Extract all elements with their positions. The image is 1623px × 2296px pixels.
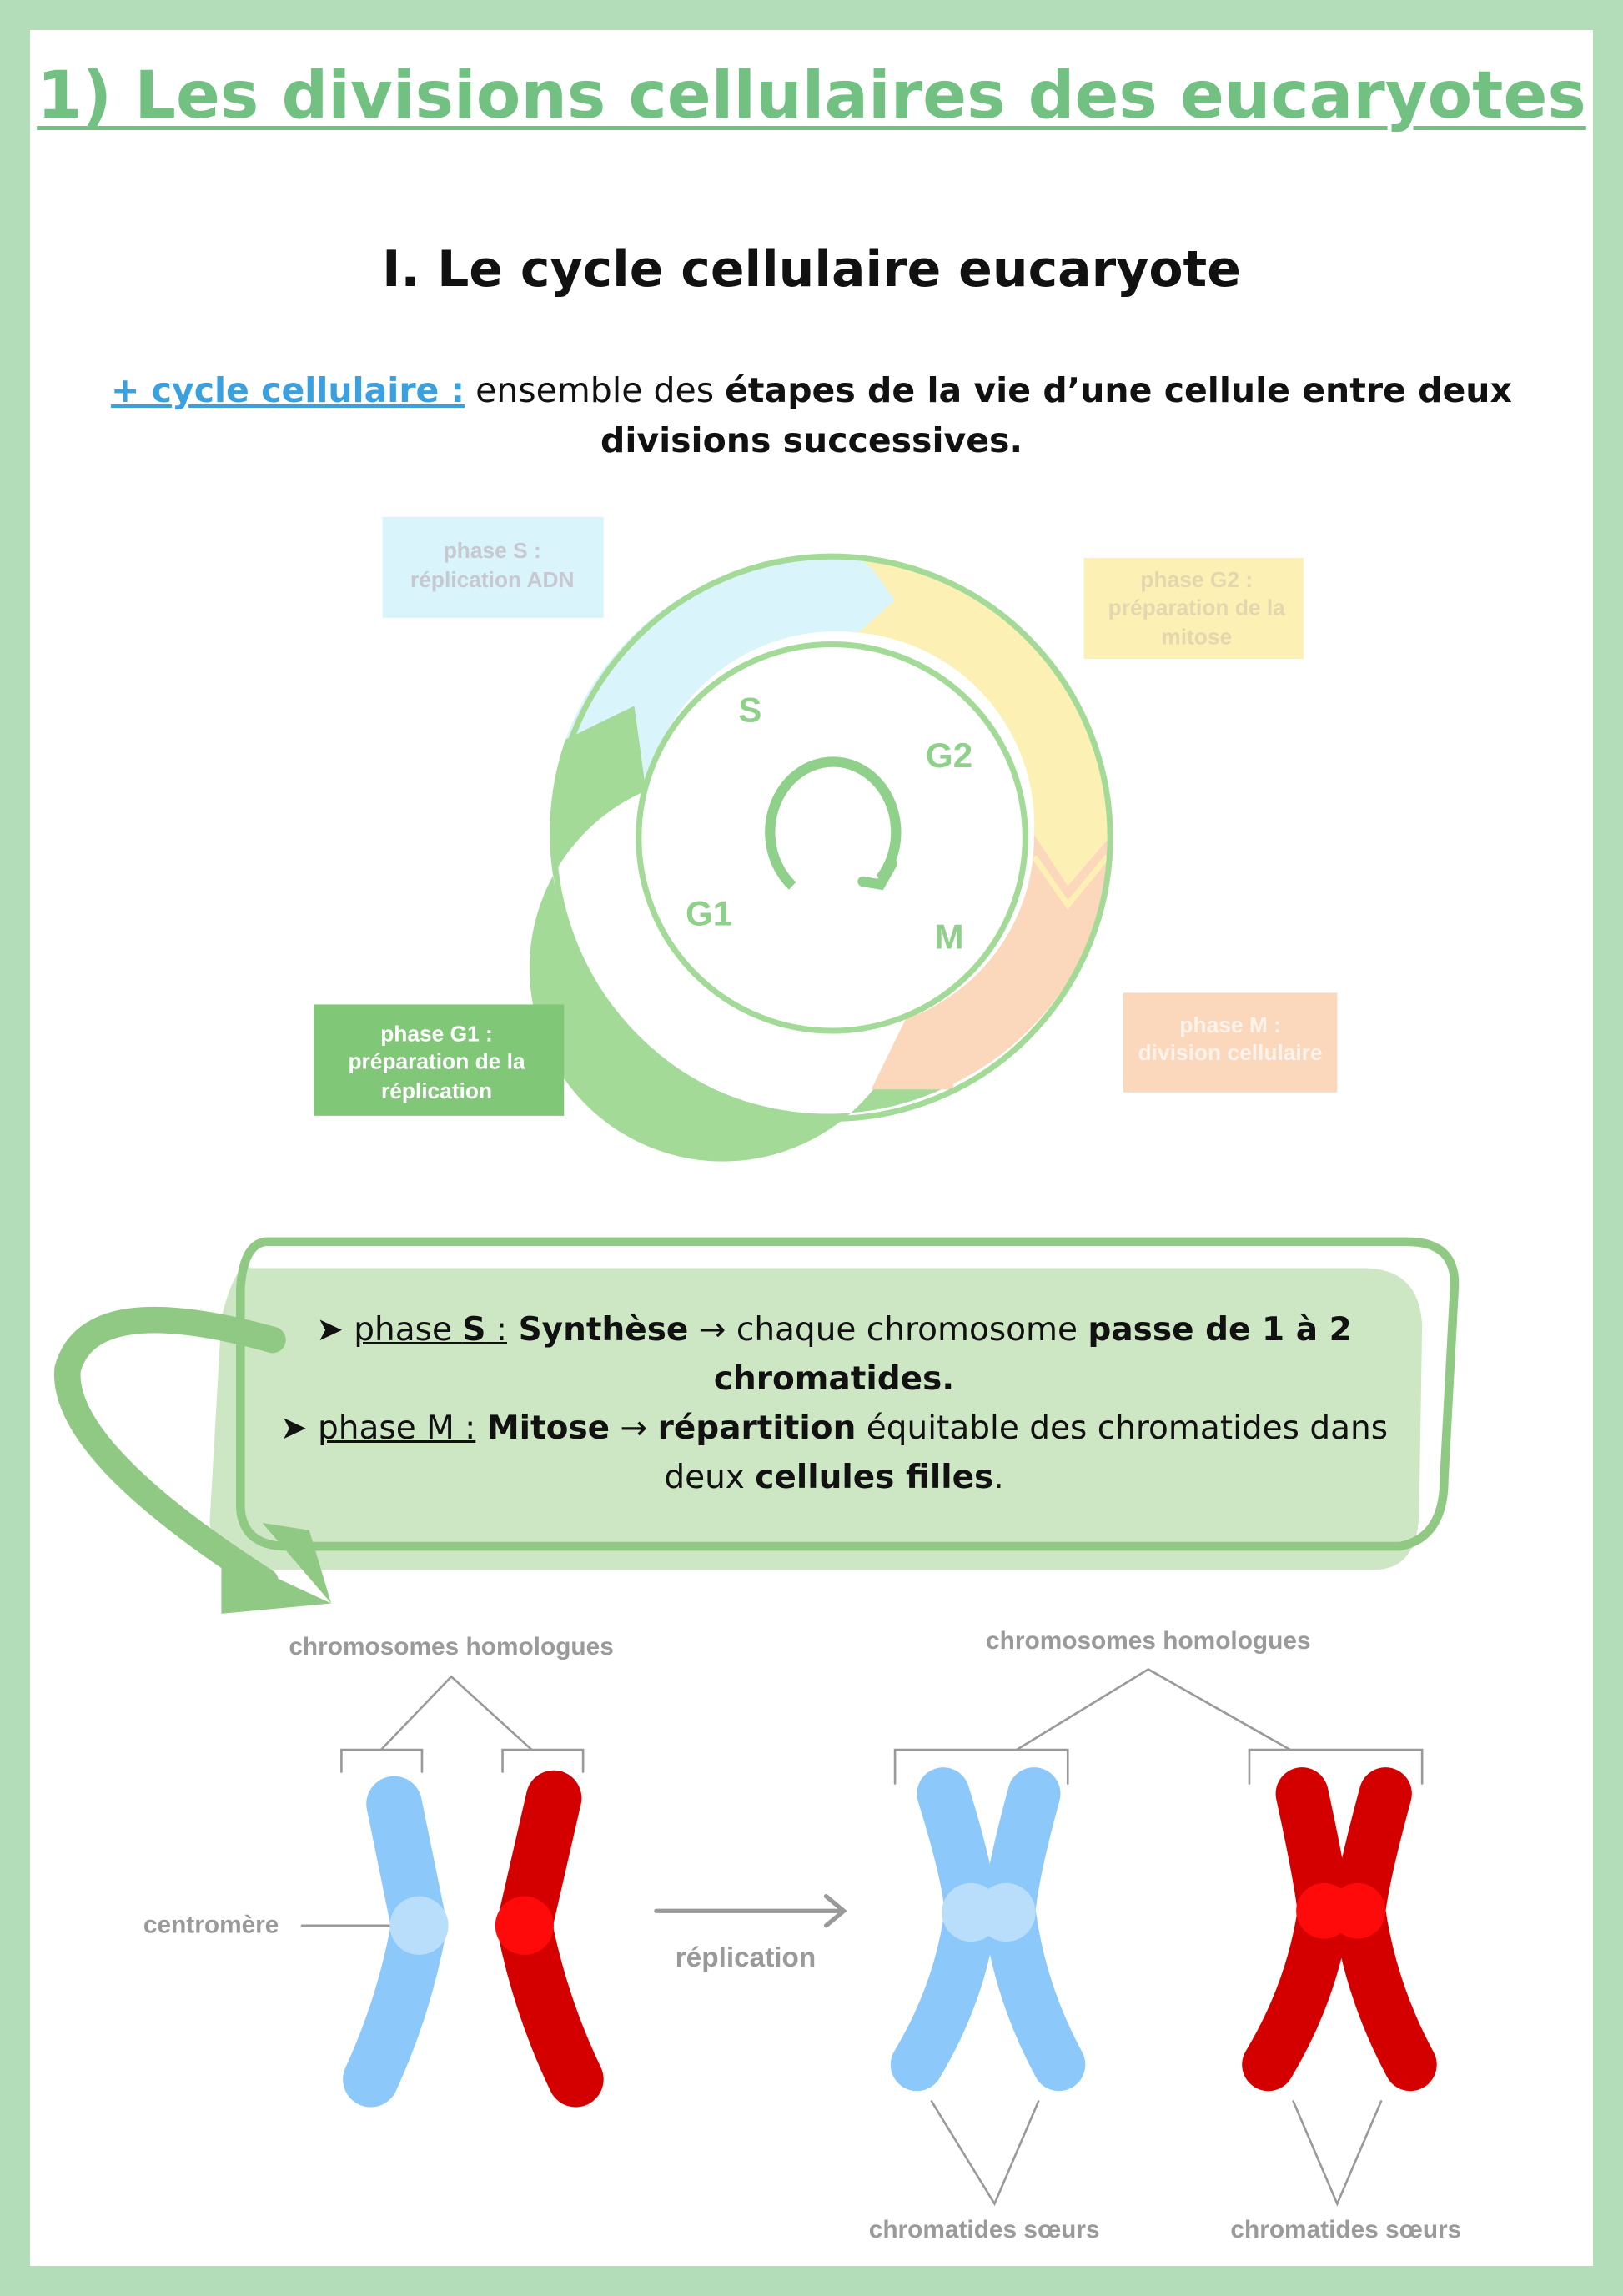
definition-bold: étapes de la vie d’une cellule entre deu… — [600, 370, 1512, 460]
ring-g1 — [529, 706, 954, 1162]
summary-line-s: ➤ phase S : Synthèse → chaque chromosome… — [250, 1305, 1418, 1404]
ring-inner — [636, 641, 1028, 1034]
phase-s-box — [382, 516, 604, 618]
phase-s-desc: réplication ADN — [410, 567, 575, 592]
phase-g2-desc: préparation de la — [1108, 595, 1285, 620]
summary-text: ➤ phase S : Synthèse → chaque chromosome… — [250, 1305, 1418, 1502]
centromere-blue — [389, 1896, 449, 1955]
phase-m-box — [1123, 992, 1338, 1093]
summary-bold-part: répartition — [657, 1409, 857, 1447]
ring-outer — [550, 553, 1113, 1122]
centromere-label: centromère — [143, 1912, 279, 1939]
ring-s — [565, 556, 896, 791]
colon: : — [485, 1311, 507, 1349]
phase-letter-g2: G2 — [926, 736, 972, 775]
ring-g2 — [858, 559, 1112, 887]
sisters-label-right: chromatides sœurs — [1230, 2216, 1461, 2243]
phase-g2-label: phase G2 : — [1140, 567, 1253, 592]
cycle-arrow-icon — [765, 756, 902, 890]
homologues-label-right: chromosomes homologues — [986, 1627, 1311, 1655]
curved-arrow-icon — [54, 1306, 286, 1595]
phase-s-label: phase S : — [444, 538, 541, 563]
definition-text: ensemble des — [465, 370, 726, 410]
phase-letter-g1: G1 — [686, 894, 732, 933]
homologues-label-left: chromosomes homologues — [289, 1633, 613, 1660]
sisters-label-left: chromatides sœurs — [869, 2216, 1100, 2243]
summary-box — [54, 1237, 1460, 1614]
phase-g1-box — [314, 1004, 565, 1116]
phase-g2-desc2: mitose — [1161, 625, 1232, 650]
phase-m-link-label: phase M : — [318, 1409, 476, 1447]
replication-arrow-icon — [654, 1894, 847, 1928]
phase-name: Synthèse — [507, 1311, 689, 1349]
page-title: 1) Les divisions cellulaires des eucaryo… — [37, 58, 1586, 133]
chromosome-diagram — [300, 1668, 1437, 2207]
definition-term: + cycle cellulaire : — [111, 370, 465, 410]
summary-bold-part: passe de 1 à 2 chromatides. — [713, 1311, 1352, 1398]
centromere-red — [495, 1896, 554, 1955]
section-heading: I. Le cycle cellulaire eucaryote — [382, 240, 1241, 299]
period: . — [993, 1459, 1004, 1496]
phase-letter-s: S — [738, 691, 761, 730]
arrow-icon: → — [610, 1409, 658, 1447]
summary-bold-part: cellules filles — [755, 1459, 994, 1496]
phase-letter-m: M — [934, 917, 963, 957]
phase-m-label: phase M : — [1179, 1012, 1280, 1037]
bullet-icon: ➤ — [279, 1409, 308, 1447]
replication-label: réplication — [676, 1942, 817, 1973]
summary-text-part: chaque chromosome — [736, 1311, 1088, 1349]
phase-g2-box — [1083, 557, 1304, 660]
bullet-icon: ➤ — [316, 1311, 344, 1349]
definition: + cycle cellulaire : ensemble des étapes… — [58, 365, 1565, 465]
ring-m — [876, 834, 1112, 1084]
summary-line-m: ➤ phase M : Mitose → répartition équitab… — [250, 1404, 1418, 1502]
phase-prefix: phase — [354, 1311, 463, 1349]
phase-g1-label: phase G1 : — [380, 1021, 493, 1046]
phase-m-desc: division cellulaire — [1138, 1040, 1323, 1065]
summary-text-part: équitable des chromatides dans deux — [664, 1409, 1389, 1496]
phase-letter: S — [462, 1311, 486, 1349]
phase-g1-desc: préparation de la — [348, 1049, 525, 1074]
cell-cycle-diagram: S G2 M G1 phase S : réplication ADN phas… — [314, 516, 1338, 1162]
phase-s-link-label: phase S : — [354, 1311, 507, 1349]
arrow-icon: → — [688, 1311, 736, 1349]
phase-name: Mitose — [475, 1409, 611, 1447]
phase-g1-desc2: réplication — [381, 1078, 492, 1103]
